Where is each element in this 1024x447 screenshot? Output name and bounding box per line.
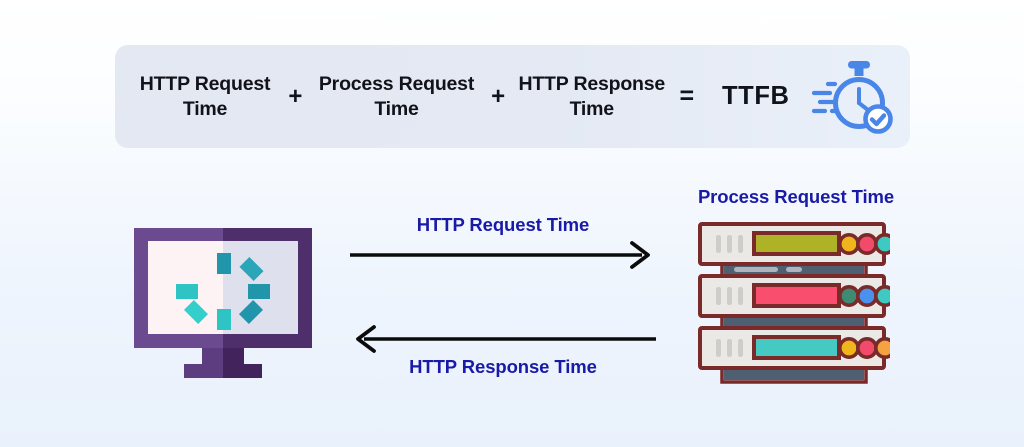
formula-term-http-request-time: HTTP Request Time — [133, 72, 277, 122]
http-response-time-label: HTTP Response Time — [409, 356, 597, 377]
process-request-time-label: Process Request Time — [697, 186, 895, 207]
formula-term-process-request-time: Process Request Time — [313, 72, 480, 122]
http-response-arrow-group: HTTP Response Time — [348, 322, 658, 378]
arrow-left-icon — [356, 325, 656, 353]
formula-term-3-line2: Time — [569, 97, 615, 120]
server-unit-1 — [698, 222, 897, 266]
http-request-time-label: HTTP Request Time — [416, 214, 590, 235]
server-rack — [694, 218, 897, 384]
loading-spinner — [176, 253, 270, 330]
formula-term-3-line1: HTTP Response — [518, 72, 666, 95]
formula-operator-equals: = — [679, 82, 695, 110]
server-unit-2 — [698, 274, 897, 318]
formula-term-http-response-time: HTTP Response Time — [516, 72, 668, 122]
formula-term-2-line2: Time — [374, 97, 419, 120]
formula-term-2-line1: Process Request — [318, 72, 475, 95]
ttfb-formula-bar: HTTP Request Time + Process Request Time… — [115, 45, 910, 148]
formula-result-ttfb: TTFB — [721, 82, 790, 110]
formula-term-1-line2: Time — [182, 97, 228, 120]
http-request-arrow-group: HTTP Request Time — [348, 214, 658, 270]
arrow-right-icon — [350, 241, 650, 269]
formula-operator-plus-1: + — [288, 82, 302, 110]
formula-term-1-line1: HTTP Request — [139, 72, 271, 95]
client-monitor — [128, 216, 318, 386]
stopwatch-icon — [808, 51, 896, 143]
server-unit-3 — [698, 326, 897, 370]
formula-operator-plus-2: + — [491, 82, 505, 110]
